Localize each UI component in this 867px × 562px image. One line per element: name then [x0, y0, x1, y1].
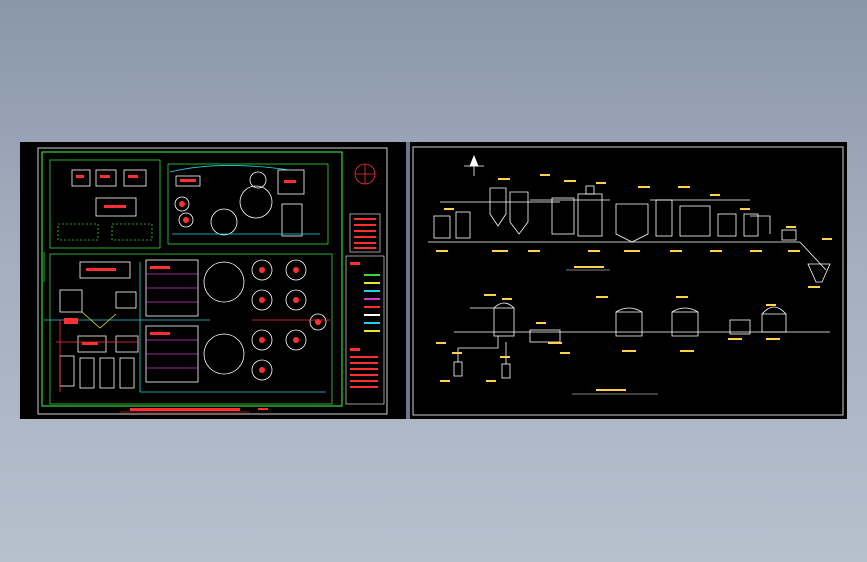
red-labels-top-left — [76, 175, 138, 208]
lower-process-line — [453, 302, 830, 379]
drawing-frame — [37, 147, 388, 415]
caption-lower — [596, 389, 626, 391]
caption-upper — [574, 266, 604, 268]
process-flow-svg — [412, 146, 844, 416]
zone-top-middle — [167, 163, 329, 245]
legend-table-bottom — [345, 255, 385, 405]
title-block — [120, 408, 268, 413]
north-arrow-icon — [464, 154, 484, 176]
site-plan-drawing — [20, 142, 406, 419]
upper-labels — [436, 174, 832, 288]
panel-separator — [406, 142, 410, 419]
lower-labels — [436, 294, 780, 382]
legend-table-top — [349, 213, 381, 253]
site-plan-svg — [37, 147, 388, 415]
red-marks-main — [64, 266, 321, 373]
red-marks-top-middle — [179, 179, 296, 223]
process-flow-drawing — [410, 142, 847, 419]
zone-top-left — [49, 159, 161, 249]
site-boundary — [41, 151, 343, 407]
drawing-frame-right — [412, 146, 844, 416]
compass-icon — [354, 163, 376, 185]
upper-process-line — [428, 185, 831, 283]
zone-main-treatment — [43, 252, 333, 405]
